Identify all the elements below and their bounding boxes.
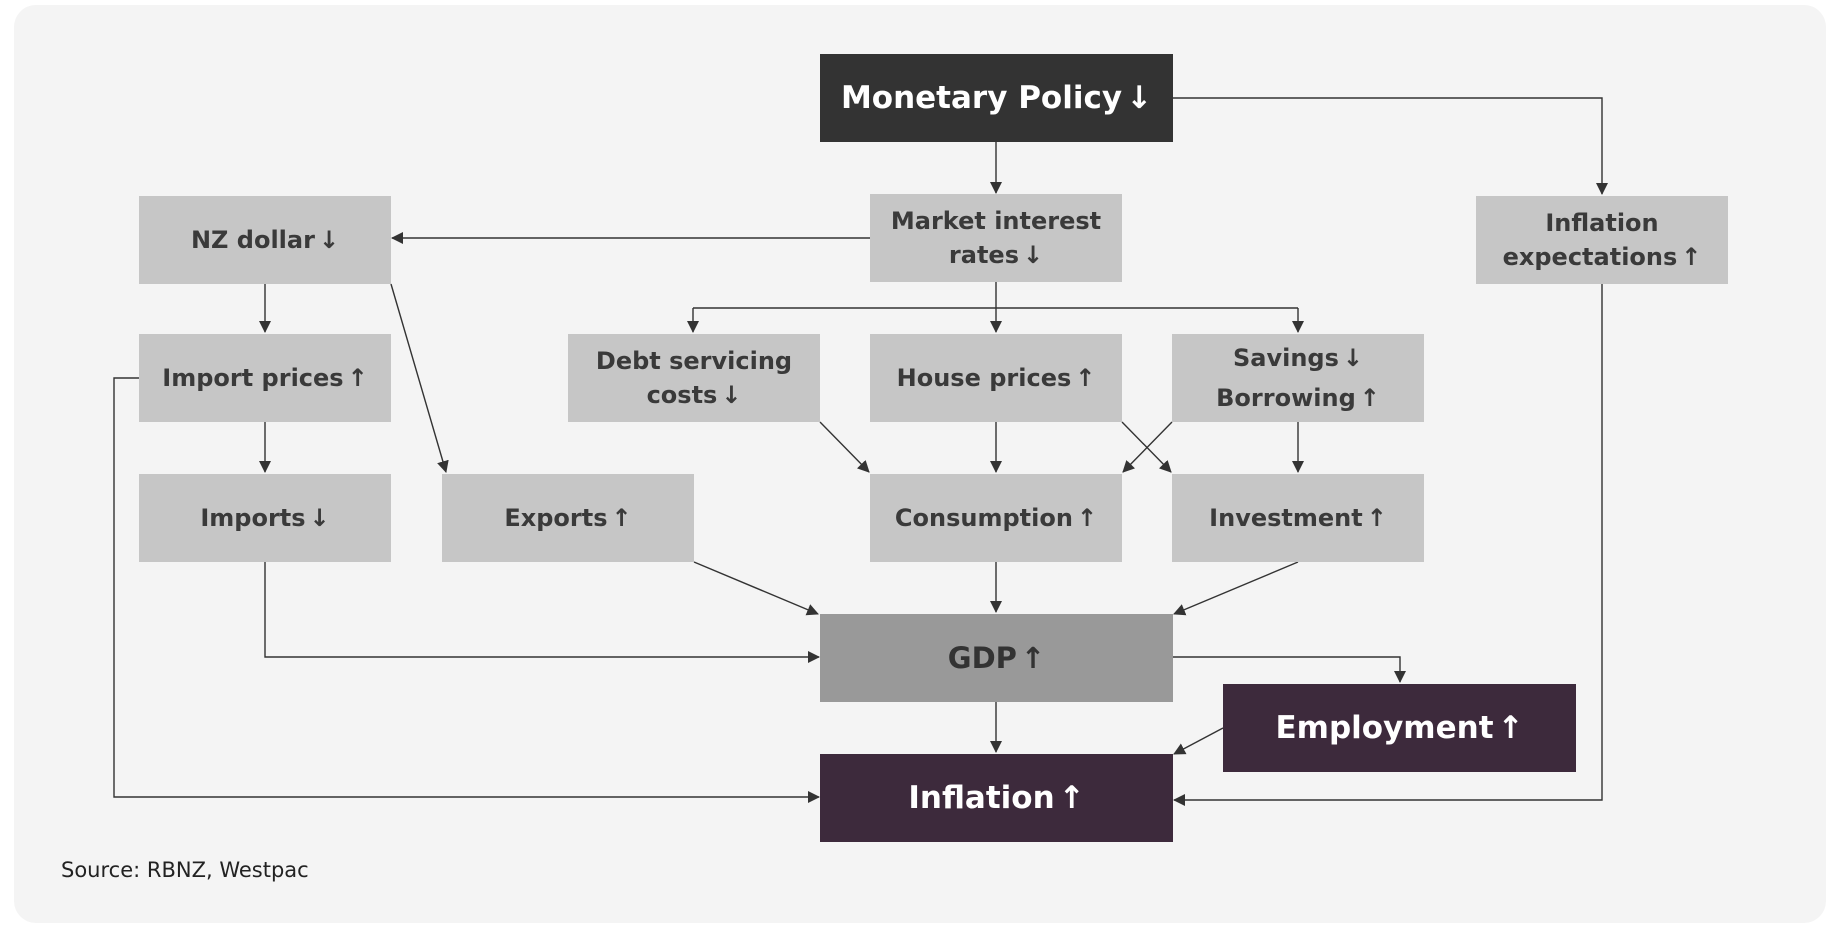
inflation-label: Inflation bbox=[908, 780, 1055, 816]
market-interest-rates-box: Market interest rates↓ bbox=[870, 194, 1122, 282]
source-note: Source: RBNZ, Westpac bbox=[61, 858, 309, 882]
exports-box: Exports↑ bbox=[442, 474, 694, 562]
arrow-employment-to-inflation bbox=[1173, 727, 1224, 755]
inflation-box: Inflation↑ bbox=[820, 754, 1173, 842]
arrow-house-to-investment bbox=[1121, 421, 1172, 473]
monetary-policy-box: Monetary Policy↓ bbox=[820, 54, 1173, 142]
employment-box: Employment↑ bbox=[1223, 684, 1576, 772]
arrow-down-icon: ↓ bbox=[309, 504, 330, 532]
imports-box: Imports↓ bbox=[139, 474, 391, 562]
arrow-exports-to-gdp bbox=[693, 561, 819, 616]
arrow-gdp-to-employment bbox=[1173, 656, 1406, 683]
arrow-up-icon: ↑ bbox=[1681, 243, 1702, 271]
house-prices-box: House prices↑ bbox=[870, 334, 1122, 422]
arrow-down-icon: ↓ bbox=[721, 381, 742, 409]
debt-servicing-label-1: Debt servicing bbox=[595, 347, 793, 375]
investment-label: Investment bbox=[1209, 504, 1363, 532]
arrow-up-icon: ↑ bbox=[347, 364, 368, 392]
arrow-down-icon: ↓ bbox=[1022, 241, 1044, 269]
arrow-nzdollar-to-exports bbox=[390, 283, 449, 473]
debt-servicing-label-2: costs bbox=[646, 381, 718, 409]
gdp-label: GDP bbox=[947, 641, 1017, 675]
nz-dollar-box: NZ dollar↓ bbox=[139, 196, 391, 284]
arrow-savings-to-consumption bbox=[1122, 421, 1173, 473]
import-prices-box: Import prices↑ bbox=[139, 334, 391, 422]
inflation-expectations-label-1: Inflation bbox=[1545, 209, 1659, 237]
arrow-up-icon: ↑ bbox=[611, 504, 632, 532]
arrow-down-icon: ↓ bbox=[1342, 344, 1363, 372]
arrow-up-icon: ↑ bbox=[1076, 504, 1098, 532]
inflation-expectations-box: Inflation expectations↑ bbox=[1476, 196, 1728, 284]
arrow-debt-to-consumption bbox=[819, 421, 870, 473]
arrow-down-icon: ↓ bbox=[318, 226, 340, 254]
arrow-expectations-to-inflation bbox=[1173, 284, 1603, 806]
consumption-label: Consumption bbox=[894, 504, 1073, 532]
arrow-up-icon: ↑ bbox=[1366, 504, 1387, 532]
savings-label: Savings bbox=[1232, 344, 1339, 372]
arrow-policy-to-expectations bbox=[1173, 97, 1608, 195]
arrow-up-icon: ↑ bbox=[1058, 780, 1085, 816]
borrowing-label: Borrowing bbox=[1216, 384, 1356, 412]
house-prices-label: House prices bbox=[896, 364, 1072, 392]
arrow-down-icon: ↓ bbox=[1126, 80, 1153, 116]
market-rates-label-2: rates bbox=[948, 241, 1019, 269]
savings-borrowing-box: Savings↓ Borrowing↑ bbox=[1172, 334, 1424, 422]
consumption-box: Consumption↑ bbox=[870, 474, 1122, 562]
monetary-policy-label: Monetary Policy bbox=[840, 80, 1123, 116]
investment-box: Investment↑ bbox=[1172, 474, 1424, 562]
gdp-box: GDP↑ bbox=[820, 614, 1173, 702]
arrow-up-icon: ↑ bbox=[1497, 710, 1524, 746]
market-rates-label-1: Market interest bbox=[890, 207, 1102, 235]
arrow-imports-to-gdp bbox=[264, 562, 820, 663]
nz-dollar-label: NZ dollar bbox=[190, 226, 315, 254]
exports-label: Exports bbox=[504, 504, 608, 532]
imports-label: Imports bbox=[200, 504, 306, 532]
import-prices-label: Import prices bbox=[162, 364, 344, 392]
arrow-investment-to-gdp bbox=[1173, 561, 1299, 616]
arrow-up-icon: ↑ bbox=[1020, 641, 1046, 675]
inflation-expectations-label-2: expectations bbox=[1502, 243, 1678, 271]
arrow-up-icon: ↑ bbox=[1359, 384, 1380, 412]
arrow-up-icon: ↑ bbox=[1075, 364, 1096, 392]
employment-label: Employment bbox=[1275, 710, 1494, 746]
arrow-importprices-to-inflation bbox=[113, 377, 820, 803]
debt-servicing-box: Debt servicing costs↓ bbox=[568, 334, 820, 422]
